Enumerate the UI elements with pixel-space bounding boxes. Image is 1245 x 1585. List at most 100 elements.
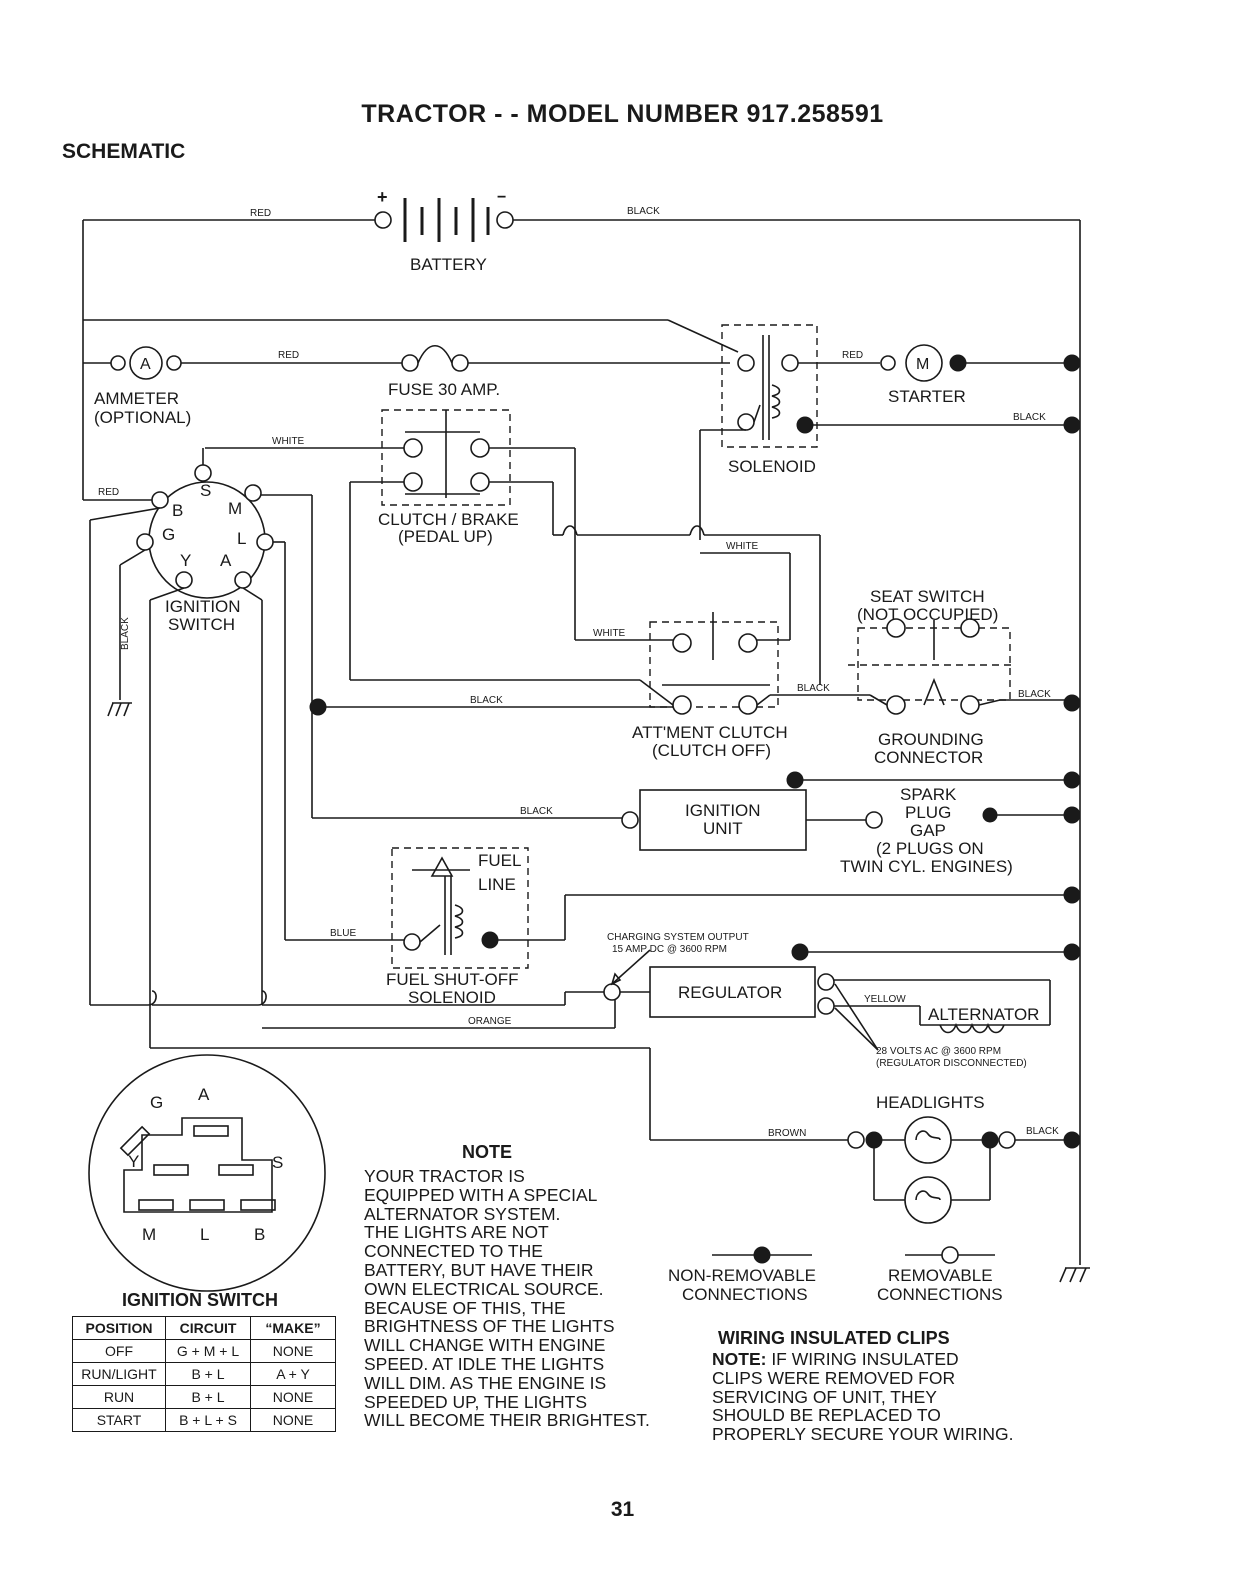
plug-terminal-b: B [254,1225,265,1244]
attment-clutch-label: ATT'MENT CLUTCH [632,723,788,742]
wire-label-orange-reg: ORANGE [468,1016,512,1027]
note-title: NOTE [462,1142,513,1162]
ignition-switch: B S M G L Y A IGNITION SWITCH RED BLACK [83,448,313,1005]
clips-first-line: NOTE: IF WIRING INSULATED [712,1350,1092,1369]
alternator: ALTERNATOR 28 VOLTS AC @ 3600 RPM (REGUL… [834,983,1039,1069]
removable-label: REMOVABLE [888,1266,993,1285]
table-row: OFF G + M + L NONE [72,1339,336,1363]
wire-label-black-attment: BLACK [470,695,503,706]
wire-label-white-clutch: WHITE [272,436,305,447]
table-cell: NONE [250,1408,336,1432]
note-line: WILL BECOME THEIR BRIGHTEST. [364,1410,650,1431]
solenoid-label: SOLENOID [728,457,816,476]
plug-terminal-y: Y [128,1152,139,1171]
note-line: WILL CHANGE WITH ENGINE [364,1335,606,1356]
clips-line: SERVICING OF UNIT, THEY [712,1386,937,1407]
clutch-brake-label: CLUTCH / BRAKE [378,510,519,529]
charging-output-rating: 15 AMP DC @ 3600 RPM [612,944,727,955]
wire-label-black-ignition: BLACK [520,806,553,817]
wire-label-black-lights: BLACK [1026,1126,1059,1137]
table-cell: B + L [165,1385,251,1409]
clutch-brake-sub-label: (PEDAL UP) [398,527,493,546]
wire-label-black-battery: BLACK [627,206,660,217]
clips-body: NOTE: IF WIRING INSULATED CLIPS WERE REM… [712,1350,1092,1444]
headlights: HEADLIGHTS BROWN BLACK [650,1093,1081,1224]
fuse-label: FUSE 30 AMP. [388,380,500,399]
note-line: EQUIPPED WITH A SPECIAL [364,1184,598,1205]
wire-label-red-starter: RED [842,350,863,361]
table-cell: NONE [250,1339,336,1363]
wire-label-red-switch: RED [98,487,119,498]
clips-line: IF WIRING INSULATED [766,1349,959,1369]
table-cell: START [72,1408,166,1432]
ignition-unit: IGNITION UNIT BLACK SPARK PLUG GAP (2 PL… [312,771,1081,876]
switch-terminal-y: Y [180,551,191,570]
battery-negative-sign: − [497,189,506,206]
ammeter-symbol: A [140,356,151,373]
spark-plug-label-1: SPARK [900,785,957,804]
fuel-shutoff-solenoid: BLUE FUEL LINE FUEL SHUT-OFF SOLENOID [285,847,1081,1007]
ignition-unit-label: IGNITION [685,801,761,820]
header-circuit: CIRCUIT [165,1316,251,1340]
table-cell: A + Y [250,1362,336,1386]
switch-terminal-g: G [162,525,175,544]
solenoid: SOLENOID [699,324,818,540]
ammeter-label: AMMETER [94,389,179,408]
plug-terminal-s: S [272,1153,283,1172]
note-line: SPEEDED UP, THE LIGHTS [364,1391,588,1412]
note-line: THE LIGHTS ARE NOT [364,1222,549,1243]
battery-positive-sign: + [377,187,388,207]
table-cell: B + L [165,1362,251,1386]
note-line: ALTERNATOR SYSTEM. [364,1203,561,1224]
clips-note-label: NOTE: [712,1349,767,1369]
switch-terminal-a: A [220,551,232,570]
table-cell: B + L + S [165,1408,251,1432]
connection-legend: NON-REMOVABLE CONNECTIONS REMOVABLE CONN… [668,1246,1003,1304]
note-body: YOUR TRACTOR IS EQUIPPED WITH A SPECIAL … [364,1167,704,1430]
main-rails [82,220,1090,1283]
switch-terminal-m: M [228,499,242,518]
starter-symbol: M [916,356,929,373]
crossover-wires: WHITE [553,525,821,685]
regulator: REGULATOR CHARGING SYSTEM OUTPUT 15 AMP … [90,932,1081,1140]
wire-label-white-attment: WHITE [593,628,626,639]
header-make: “MAKE” [250,1316,336,1340]
fuse: FUSE 30 AMP. [388,345,730,399]
wire-label-yellow-alt: YELLOW [864,994,906,1005]
table-row: RUN/LIGHT B + L A + Y [72,1362,336,1386]
fuel-solenoid-sub-label: SOLENOID [408,988,496,1007]
seat-switch: BLACK SEAT SWITCH (NOT OCCUPIED) GROUNDI… [848,587,1081,767]
plug-terminal-m: M [142,1225,156,1244]
switch-terminal-l: L [237,529,246,548]
page-number: 31 [610,1498,635,1521]
clips-line: PROPERLY SECURE YOUR WIRING. [712,1424,1014,1445]
switch-terminal-s: S [200,481,211,500]
seat-switch-label: SEAT SWITCH [870,587,985,606]
fuel-solenoid-label: FUEL SHUT-OFF [386,970,519,989]
charging-output-label: CHARGING SYSTEM OUTPUT [607,932,749,943]
attment-clutch-sub-label: (CLUTCH OFF) [652,741,771,760]
page-title: TRACTOR - - MODEL NUMBER 917.258591 [361,100,884,128]
ignition-switch-label: IGNITION [165,597,241,616]
note-line: WILL DIM. AS THE ENGINE IS [364,1372,607,1393]
ammeter: A AMMETER (OPTIONAL) RED [82,320,402,500]
grounding-sub-label: CONNECTOR [874,748,983,767]
spark-plug-label-3: GAP [910,821,946,840]
wire-label-red-ammeter: RED [278,350,299,361]
ammeter-optional-label: (OPTIONAL) [94,408,191,427]
clips-title: WIRING INSULATED CLIPS [718,1328,950,1348]
table-cell: RUN/LIGHT [72,1362,166,1386]
ignition-table-title: IGNITION SWITCH [122,1290,278,1310]
starter: M RED STARTER BLACK [798,344,1081,434]
starter-label: STARTER [888,387,966,406]
wire-label-red-battery: RED [250,208,271,219]
fuel-line-label-1: FUEL [478,851,521,870]
clips-line: CLIPS WERE REMOVED FOR [712,1367,956,1388]
note-line: BRIGHTNESS OF THE LIGHTS [364,1316,615,1337]
wire-label-blue-fuel: BLUE [330,928,356,939]
table-header-row: POSITION CIRCUIT “MAKE” [72,1316,336,1340]
seat-switch-sub-label: (NOT OCCUPIED) [857,605,998,624]
grounding-label: GROUNDING [878,730,984,749]
table-row: RUN B + L NONE [72,1385,336,1409]
